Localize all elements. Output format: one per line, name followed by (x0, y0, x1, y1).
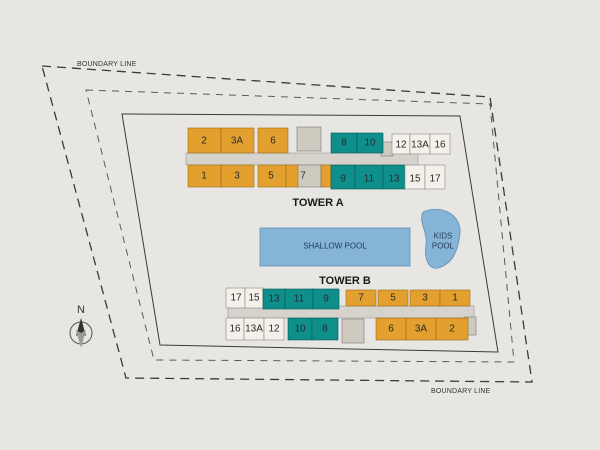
unit-a-2[interactable] (187, 127, 222, 154)
unit-label: 3 (234, 171, 240, 182)
unit-label: 2 (449, 324, 455, 335)
north-arrow-icon: N (69, 304, 93, 348)
tower-a-label: TOWER A (292, 197, 343, 209)
unit-b-9[interactable] (312, 288, 340, 310)
unit-label: 3 (422, 293, 428, 304)
unit-label: 13 (268, 294, 280, 305)
shallow-pool-label: SHALLOW POOL (303, 242, 367, 251)
unit-a-11[interactable] (354, 164, 384, 190)
tower-a: 2 3A 6 8 10 12 13A 16 1 3 5 7 9 11 13 15… (185, 126, 451, 209)
unit-label: 12 (268, 324, 280, 335)
unit-label: 3A (231, 136, 244, 147)
unit-label: 6 (270, 136, 276, 147)
unit-b-7[interactable] (345, 289, 377, 307)
site-outline (121, 113, 499, 353)
unit-label: 5 (268, 171, 274, 182)
unit-label: 11 (364, 174, 375, 185)
unit-label: 2 (201, 136, 207, 147)
unit-label: 10 (294, 324, 306, 335)
unit-label: 16 (229, 324, 241, 335)
unit-a-7[interactable] (285, 164, 299, 188)
unit-label: 7 (358, 293, 364, 304)
tower-b: TOWER B 17 15 13 11 9 7 5 3 1 16 13A 1 (225, 275, 477, 344)
unit-label: 6 (388, 324, 394, 335)
unit-label: 13 (388, 174, 400, 185)
kids-pool-label-line2: POOL (432, 242, 455, 251)
unit-label: 17 (429, 174, 441, 185)
unit-a-3a[interactable] (220, 127, 255, 154)
boundary-line-top-label: BOUNDARY LINE (77, 61, 137, 68)
unit-label: 1 (452, 293, 458, 304)
unit-label: 15 (248, 293, 260, 304)
inner-setback-line (85, 89, 515, 363)
unit-label: 9 (323, 294, 329, 305)
unit-label: 13A (411, 140, 429, 151)
kids-pool-label-line1: KIDS (434, 232, 453, 241)
unit-a-16[interactable] (429, 133, 451, 155)
unit-a-3[interactable] (220, 164, 255, 188)
unit-label: 17 (230, 293, 242, 304)
unit-label: 8 (322, 324, 328, 335)
kids-pool (421, 208, 461, 269)
unit-label: 3A (415, 324, 428, 335)
unit-label: 11 (294, 294, 305, 305)
shallow-pool (259, 227, 411, 267)
unit-b-1[interactable] (439, 289, 471, 307)
unit-b-2[interactable] (435, 317, 469, 341)
unit-label: 10 (364, 138, 376, 149)
tower-b-label: TOWER B (319, 275, 371, 287)
north-label: N (77, 304, 85, 316)
unit-a-7b (320, 164, 332, 188)
unit-b-5[interactable] (377, 289, 409, 307)
boundary-line-bottom-label: BOUNDARY LINE (431, 388, 491, 395)
unit-label: 15 (409, 174, 421, 185)
unit-b-8[interactable] (311, 317, 339, 341)
tower-a-core-left (296, 126, 322, 152)
outer-boundary-line (41, 65, 533, 383)
unit-label: 7 (300, 171, 306, 182)
unit-label: 13A (245, 324, 263, 335)
unit-label: 9 (340, 174, 346, 185)
unit-label: 12 (395, 140, 407, 151)
unit-label: 1 (201, 171, 207, 182)
unit-label: 8 (341, 138, 347, 149)
unit-label: 5 (390, 293, 396, 304)
tower-b-core-left (341, 318, 365, 344)
unit-a-10[interactable] (356, 132, 384, 154)
unit-a-6[interactable] (257, 127, 289, 154)
unit-a-17[interactable] (424, 164, 446, 190)
unit-label: 16 (434, 140, 446, 151)
unit-b-12[interactable] (263, 317, 285, 341)
unit-a-9[interactable] (330, 164, 356, 190)
